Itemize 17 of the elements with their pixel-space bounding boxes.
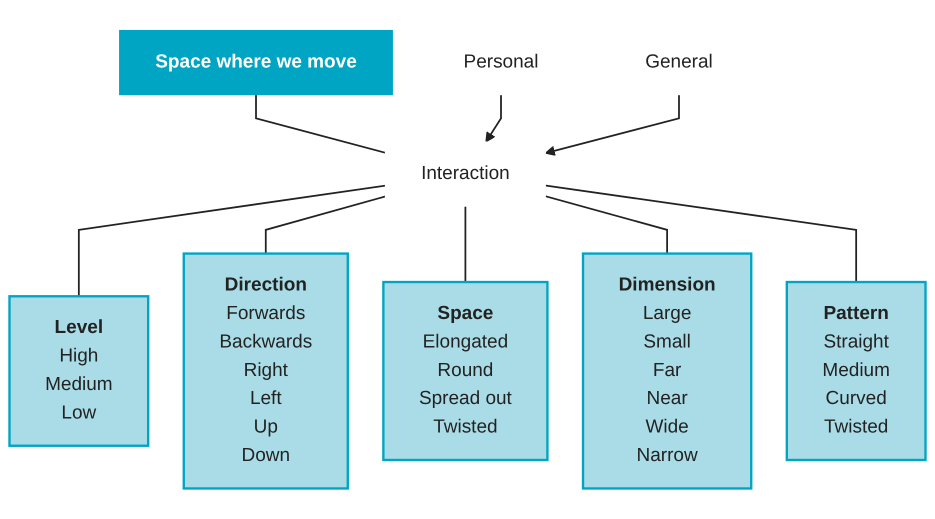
arrow (485, 94, 502, 143)
connector (464, 206, 466, 282)
node-text: Personal (464, 52, 538, 72)
node-text: General (645, 52, 713, 72)
node-box: Space Elongated Round Spread out Twisted (382, 280, 549, 462)
node-box: Direction Forwards Backwards Right Left Up Down (182, 252, 349, 490)
node-box: Level High Medium Low (8, 295, 150, 447)
arrow (544, 94, 680, 156)
node-box: Space where we move (119, 30, 393, 96)
connector (255, 94, 386, 154)
connector (545, 195, 668, 254)
connector (78, 184, 386, 296)
connector (545, 184, 858, 282)
node-box: Pattern Straight Medium Curved Twisted (786, 280, 927, 462)
connector (264, 196, 386, 254)
node-text: Interaction (421, 163, 510, 184)
node-box: Dimension Large Small Far Near Wide Narrow (582, 252, 752, 490)
